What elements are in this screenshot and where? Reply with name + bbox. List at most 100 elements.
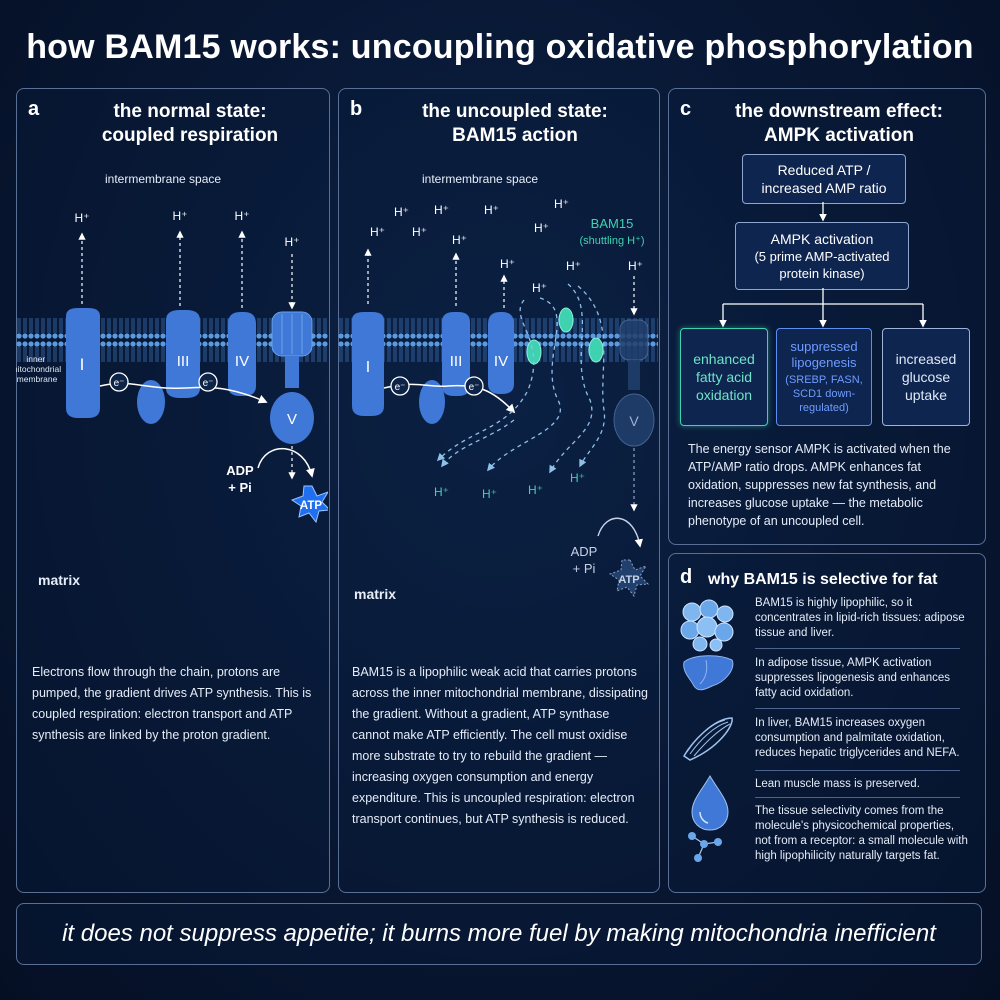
panel-b-title-line2: BAM15 action (452, 125, 578, 146)
proton-label: H⁺ (484, 203, 499, 217)
atp-label: ATP (300, 500, 322, 512)
page-title: how BAM15 works: uncoupling oxidative ph… (26, 28, 974, 66)
suppressed-lipogenesis-box: suppressed lipogenesis (SREBP, FASN, SCD… (776, 328, 872, 426)
muscle-icon (683, 717, 733, 761)
panel-b-intermembrane-label: intermembrane space (422, 172, 539, 186)
proton-label: H⁺ (452, 233, 467, 247)
effect2-sub-line3: regulated) (799, 402, 849, 414)
proton-label: H⁺ (412, 225, 427, 239)
proton-label: H⁺ (628, 259, 643, 273)
panel-c-label: c (680, 98, 692, 120)
electron-label: e⁻ (469, 382, 480, 393)
panel-b-title: the uncoupled state: BAM15 action (382, 100, 648, 148)
electron-icon (198, 372, 218, 392)
fatty-acid-oxidation-box: enhanced fatty acid oxidation (680, 328, 768, 426)
liver-icon (683, 655, 734, 691)
complex-v-label: V (287, 411, 297, 428)
panel-a-title-line2: coupled respiration (101, 125, 279, 146)
selectivity-item-1: BAM15 is highly lipophilic, so it concen… (755, 597, 965, 639)
bam15-molecule (588, 337, 604, 363)
electron-icon (109, 372, 129, 392)
effect3-line3: uptake (904, 387, 948, 403)
panel-b (338, 88, 660, 893)
adp-label: ADP (571, 544, 598, 559)
proton-label: H⁺ (394, 205, 409, 219)
electron-icon (464, 376, 484, 396)
electron-label: e⁻ (203, 378, 214, 389)
proton-label: H⁺ (235, 209, 250, 223)
selectivity-item-3: In liver, BAM15 increases oxygen consump… (755, 717, 960, 759)
adp-label: ADP (226, 463, 254, 478)
proton-leak-path (441, 419, 515, 468)
proton-label: H⁺ (566, 259, 581, 273)
proton-label: H⁺ (532, 281, 547, 295)
proton-leak-path (487, 297, 561, 472)
complex-i (66, 308, 100, 418)
proton-label: H⁺ (173, 209, 188, 223)
effect2-line1: suppressed (790, 339, 858, 354)
effect1-line1: enhanced (693, 351, 755, 367)
complex-i-label: I (80, 355, 85, 374)
panel-c-description: The energy sensor AMPK is activated when… (688, 442, 951, 528)
ampk-activation-line1: AMPK activation (770, 230, 874, 247)
complex-iii-label: III (450, 353, 463, 370)
proton-label: H⁺ (534, 221, 549, 235)
electron-label: e⁻ (114, 378, 125, 389)
proton-label-matrix: H⁺ (570, 471, 585, 485)
effect2-line2: lipogenesis (791, 355, 857, 370)
glucose-uptake-box: increased glucose uptake (882, 328, 970, 426)
effect2-sub-line1: (SREBP, FASN, (785, 374, 863, 386)
proton-label: H⁺ (285, 235, 300, 249)
selectivity-item-2: In adipose tissue, AMPK activation suppr… (755, 657, 950, 699)
effect2-sub-line2: SCD1 down- (792, 388, 856, 400)
complex-iii (166, 310, 200, 398)
atp-burst-icon-faded (608, 559, 650, 598)
electron-icon (390, 376, 410, 396)
panel-a-matrix-label: matrix (38, 572, 81, 588)
complex-iii-label: III (177, 353, 190, 370)
atp-amp-ratio-box: Reduced ATP / increased AMP ratio (742, 154, 906, 204)
effect1-line2: fatty acid (695, 369, 753, 385)
bam15-label: BAM15 (591, 216, 634, 231)
atp-synthesis-arrow (257, 447, 315, 478)
ampk-activation-line3: protein kinase) (779, 265, 865, 281)
panel-a-description: Electrons flow through the chain, proton… (32, 665, 312, 742)
proton-label: H⁺ (370, 225, 385, 239)
proton-label: H⁺ (554, 197, 569, 211)
proton-label-matrix: H⁺ (528, 483, 543, 497)
panel-c-title-line1: the downstream effect: (735, 101, 943, 122)
footer-text: it does not suppress appetite; it burns … (62, 920, 936, 947)
atp-burst-icon (290, 485, 328, 524)
panel-d-title: why BAM15 is selective for fat (708, 571, 938, 588)
panel-b-diagram: I III IV V e⁻ e⁻ H⁺ H⁺ H⁺ H⁺ H⁺ H⁺ H⁺ H⁺… (338, 197, 658, 598)
electron-label: e⁻ (395, 382, 406, 393)
bam15-molecule (558, 307, 574, 333)
complex-iv-label: IV (494, 353, 508, 370)
selectivity-item-5: The tissue selectivity comes from the mo… (755, 805, 968, 862)
complex-i (352, 312, 384, 416)
complex-iv (228, 312, 256, 396)
effect1-line3: oxidation (695, 387, 753, 403)
proton-label: H⁺ (434, 203, 449, 217)
panel-a-title-line1: the normal state: (113, 101, 267, 122)
membrane-label: inner mitochondrial membrane (16, 354, 63, 384)
panel-a-diagram: I III IV V inner mitochondrial membrane … (16, 209, 328, 524)
atp-amp-ratio-line1: Reduced ATP / (777, 162, 871, 178)
ampk-activation-line2: (5 prime AMP-activated (754, 248, 890, 264)
proton-label: H⁺ (500, 257, 515, 271)
panel-a (16, 88, 330, 893)
panel-c-connectors (719, 202, 927, 328)
panel-d-label: d (680, 566, 693, 588)
ubiquinone-shape (137, 380, 165, 424)
bam15-sublabel: (shuttling H⁺) (579, 235, 644, 247)
effect3-line1: increased (895, 351, 957, 367)
panel-c-title: the downstream effect: AMPK activation (704, 100, 974, 148)
atp-amp-ratio-line2: increased AMP ratio (761, 180, 887, 196)
panel-a-label: a (28, 98, 40, 120)
panel-a-intermembrane-label: intermembrane space (105, 172, 222, 186)
complex-i-label: I (366, 359, 370, 376)
complex-iii (442, 312, 470, 396)
panel-b-description: BAM15 is a lipophilic weak acid that car… (352, 665, 648, 826)
divider (755, 797, 960, 798)
panel-a-title: the normal state: coupled respiration (60, 100, 320, 148)
